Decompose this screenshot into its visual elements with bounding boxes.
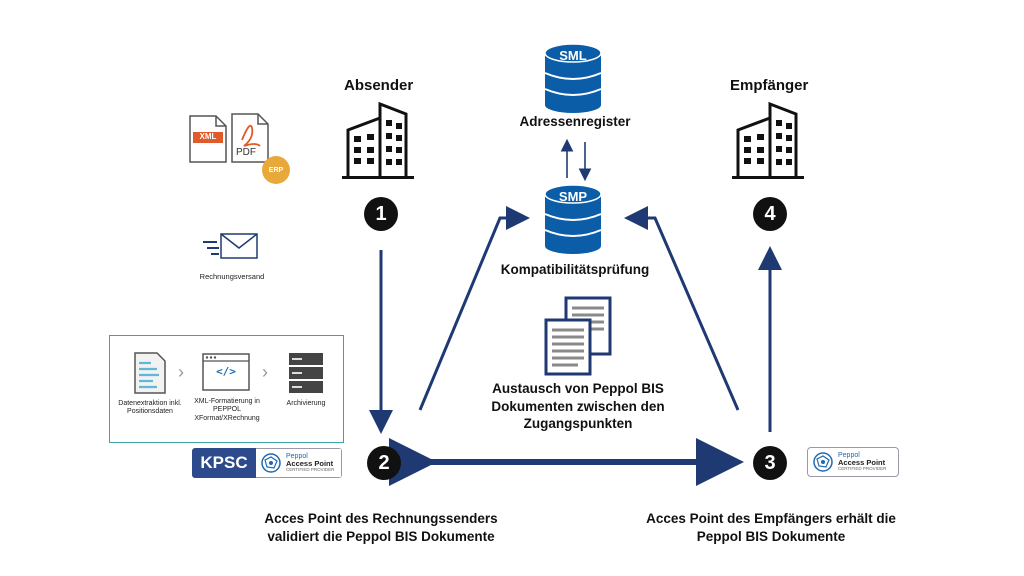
receiver-ap-caption: Acces Point des Empfängers erhält die Pe…	[646, 511, 896, 544]
certified-text: CERTIFIED PROVIDER	[286, 467, 335, 473]
pdf-file-label: PDF	[236, 147, 256, 158]
peppol-access-point-badge: Peppol Access Point CERTIFIED PROVIDER	[807, 447, 899, 477]
process-step-2: XML-Formatierung in PEPPOL XFormat/XRech…	[194, 398, 260, 422]
mail-send-icon	[203, 233, 258, 259]
building-icon	[342, 101, 414, 179]
sml-label: SML	[559, 48, 587, 63]
access-point-text: Access Point	[838, 458, 886, 468]
documents-icon	[544, 296, 612, 376]
mail-label: Rechnungsversand	[199, 272, 265, 281]
process-step-3: Archivierung	[286, 400, 326, 407]
sender-title: Absender	[344, 77, 414, 94]
step-2-badge: 2	[367, 446, 401, 480]
building-icon	[732, 101, 804, 179]
step-3-badge: 3	[753, 446, 787, 480]
exchange-text: Austausch von Peppol BIS Dokumenten zwis…	[491, 381, 665, 432]
smp-database-icon	[544, 184, 602, 254]
xml-file-icon	[189, 115, 227, 163]
code-window-icon	[202, 353, 250, 391]
access-point-text: Access Point	[286, 459, 334, 469]
peppol-logo-icon	[813, 452, 833, 472]
sender-ap-caption: Acces Point des Rechnungssenders validie…	[264, 511, 498, 544]
data-extraction-icon	[134, 352, 166, 394]
smp-caption: Kompatibilitätsprüfung	[500, 262, 650, 277]
kpsc-peppol-badge: KPSC Peppol Access Point CERTIFIED PROVI…	[192, 448, 342, 478]
archive-server-icon	[289, 353, 323, 393]
peppol-text: Peppol	[286, 453, 308, 461]
arrow-ap3-to-smp	[624, 206, 740, 411]
kpsc-logo: KPSC	[192, 448, 256, 478]
smp-label: SMP	[558, 189, 588, 204]
chevron-right-icon: ›	[178, 362, 184, 382]
code-glyph: </>	[216, 365, 236, 378]
peppol-text: Peppol	[838, 452, 860, 460]
step-1-badge: 1	[364, 197, 398, 231]
sml-caption: Adressenregister	[519, 114, 631, 129]
xml-file-label: XML	[199, 132, 217, 141]
chevron-right-icon: ›	[262, 362, 268, 382]
erp-badge: ERP	[262, 156, 290, 184]
sml-database-icon	[544, 43, 602, 113]
receiver-title: Empfänger	[730, 77, 809, 94]
certified-text: CERTIFIED PROVIDER	[838, 466, 887, 472]
process-step-1: Datenextraktion inkl. Positionsdaten	[118, 400, 182, 416]
pdf-file-icon	[231, 113, 269, 163]
peppol-logo-icon	[261, 453, 281, 473]
step-4-badge: 4	[753, 197, 787, 231]
arrow-ap2-to-smp	[418, 206, 530, 411]
